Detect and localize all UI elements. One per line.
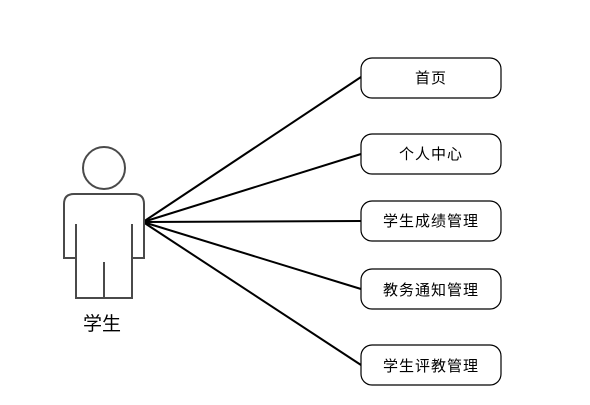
association-line-personal-center	[142, 153, 362, 223]
association-lines	[142, 76, 362, 366]
actor-label: 学生	[83, 313, 121, 335]
use-case-label: 学生评教管理	[383, 357, 479, 375]
use-case-personal-center: 个人中心	[360, 133, 502, 175]
use-case-label: 学生成绩管理	[383, 212, 479, 230]
association-line-academic-notice-management	[142, 221, 362, 290]
use-case-academic-notice-management: 教务通知管理	[360, 268, 502, 310]
actor-head	[82, 146, 126, 190]
association-line-grade-management	[142, 220, 362, 223]
use-case-box	[360, 133, 502, 175]
use-case-box	[360, 57, 502, 99]
use-case-label: 教务通知管理	[383, 281, 479, 299]
person-icon	[63, 146, 145, 299]
use-case-grade-management: 学生成绩管理	[360, 200, 502, 242]
use-case-label: 首页	[415, 69, 447, 87]
association-line-teaching-evaluation-management	[142, 221, 362, 366]
use-case-home: 首页	[360, 57, 502, 99]
use-case-box	[360, 344, 502, 386]
association-line-home	[142, 76, 362, 223]
use-case-box	[360, 200, 502, 242]
use-case-label: 个人中心	[399, 145, 463, 163]
use-case-box	[360, 268, 502, 310]
actor-body	[63, 193, 145, 299]
use-case-teaching-evaluation-management: 学生评教管理	[360, 344, 502, 386]
